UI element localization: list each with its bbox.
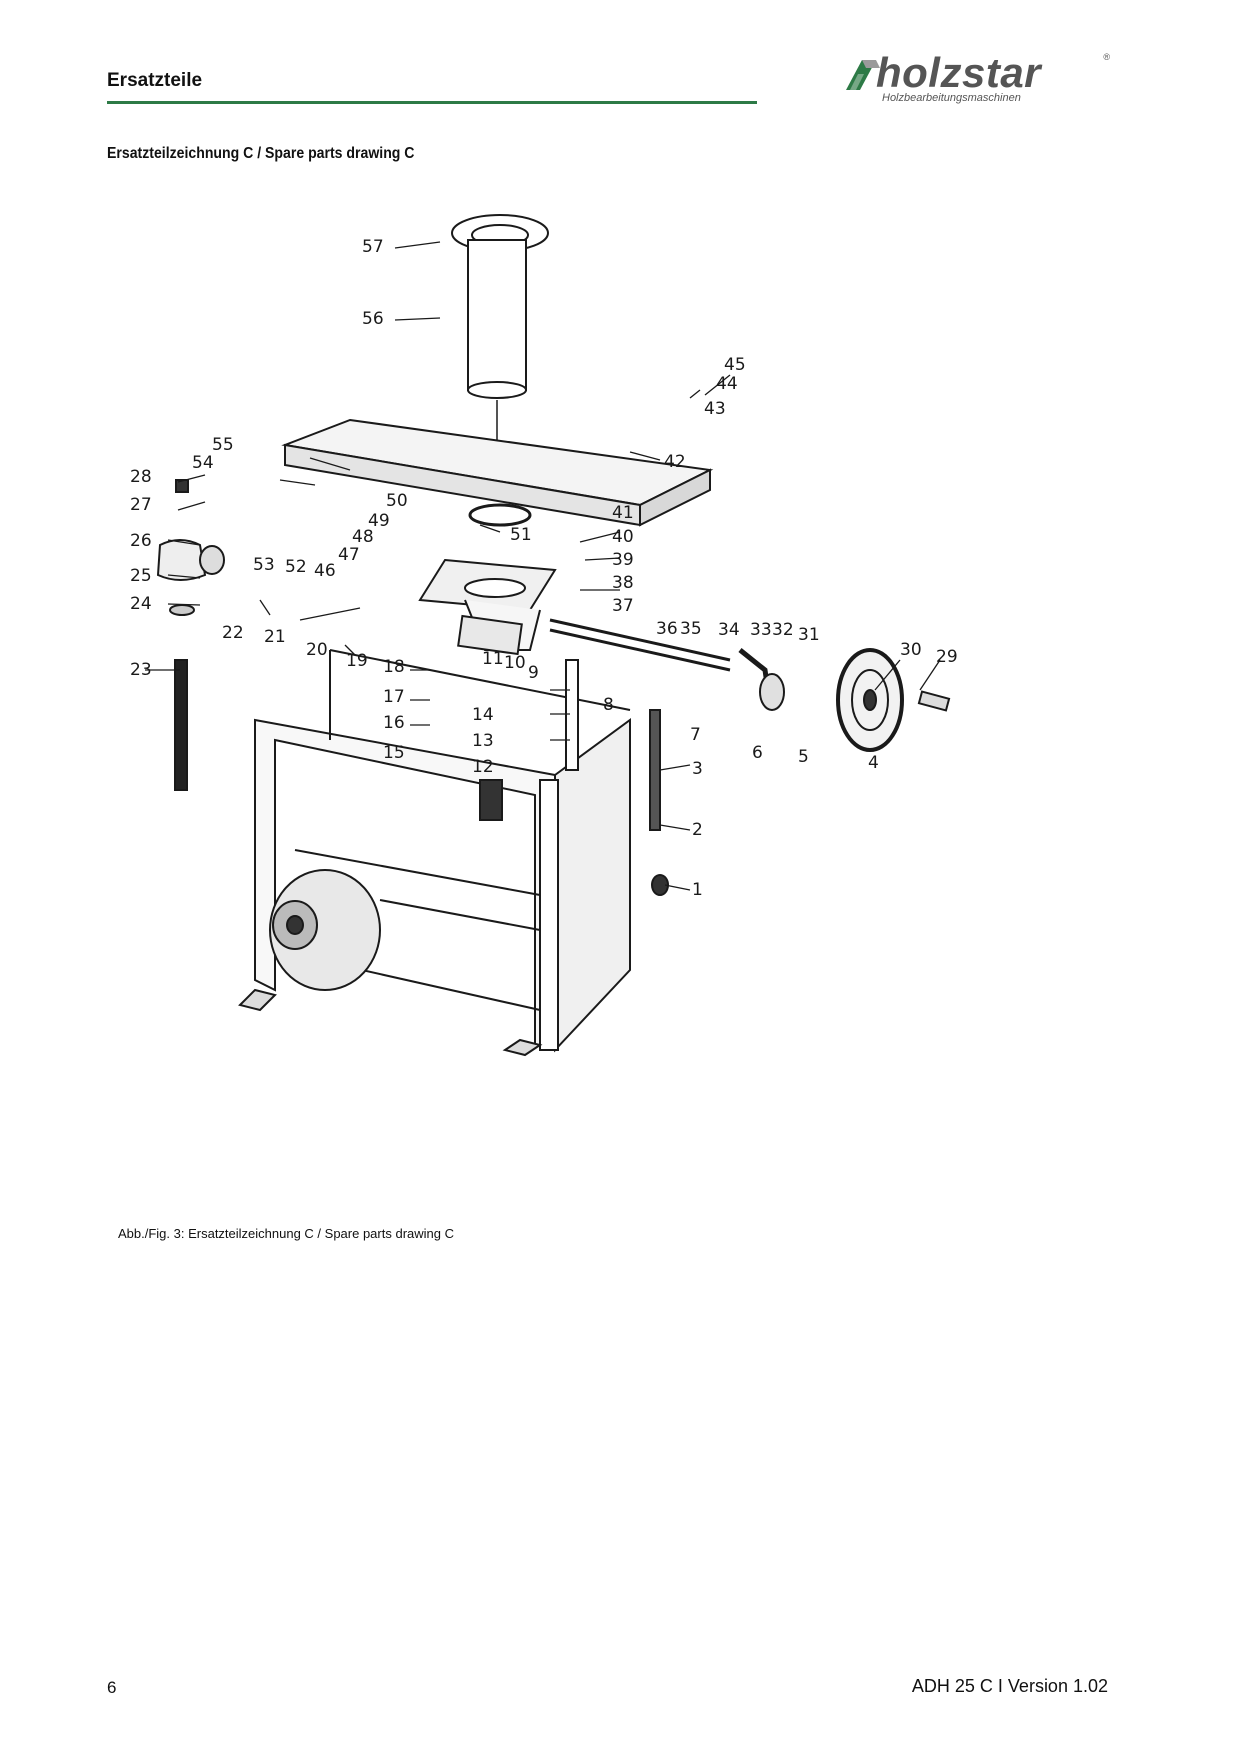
label-36: 36 — [656, 619, 678, 639]
label-57: 57 — [362, 237, 384, 257]
label-17: 17 — [383, 687, 405, 707]
label-6: 6 — [752, 743, 763, 763]
label-33: 33 — [750, 620, 772, 640]
label-32: 32 — [772, 620, 794, 640]
shaft-8 — [549, 618, 731, 662]
logo-mark-icon — [846, 60, 880, 90]
label-27: 27 — [130, 495, 152, 515]
spare-parts-drawing: 57 56 45 44 43 42 55 54 28 27 26 25 24 2… — [130, 214, 958, 1057]
label-15: 15 — [383, 743, 405, 763]
document-version: ADH 25 C I Version 1.02 — [911, 1676, 1108, 1696]
label-30: 30 — [900, 640, 922, 660]
label-35: 35 — [680, 619, 702, 639]
cylinder-9 — [565, 659, 579, 771]
label-9: 9 — [528, 663, 539, 683]
scale-3 — [649, 709, 661, 831]
leg-right — [539, 779, 559, 1051]
label-4: 4 — [868, 753, 879, 773]
section-heading: Ersatzteilzeichnung C / Spare parts draw… — [107, 145, 415, 162]
label-25: 25 — [130, 566, 152, 586]
label-34: 34 — [718, 620, 740, 640]
duct-56 — [467, 239, 527, 391]
logo-registered-mark: ® — [1103, 52, 1110, 62]
logo-subtitle: Holzbearbeitungsmaschinen — [882, 92, 1021, 104]
label-43: 43 — [704, 399, 726, 419]
switch-box — [479, 779, 503, 821]
label-21: 21 — [264, 627, 286, 647]
label-1: 1 — [692, 880, 703, 900]
label-46: 46 — [314, 561, 336, 581]
label-29: 29 — [936, 647, 958, 667]
page-header-title: Ersatzteile — [107, 70, 203, 91]
label-54: 54 — [192, 453, 214, 473]
label-12: 12 — [472, 757, 494, 777]
header-divider — [107, 101, 757, 104]
label-42: 42 — [664, 452, 686, 472]
label-8: 8 — [603, 695, 614, 715]
logo-wordmark: holzstar — [876, 49, 1042, 96]
label-10: 10 — [504, 653, 526, 673]
page-number: 6 — [107, 1678, 117, 1697]
label-23: 23 — [130, 660, 152, 680]
label-38: 38 — [612, 573, 634, 593]
label-49: 49 — [368, 511, 390, 531]
label-19: 19 — [346, 651, 368, 671]
label-24: 24 — [130, 594, 152, 614]
label-37: 37 — [612, 596, 634, 616]
label-18: 18 — [383, 657, 405, 677]
label-56: 56 — [362, 309, 384, 329]
label-48: 48 — [352, 527, 374, 547]
label-41: 41 — [612, 503, 634, 523]
label-31: 31 — [798, 625, 820, 645]
label-52: 52 — [285, 557, 307, 577]
ring-50 — [468, 503, 532, 527]
label-22: 22 — [222, 623, 244, 643]
column-23 — [174, 659, 188, 791]
label-26: 26 — [130, 531, 152, 551]
label-45: 45 — [724, 355, 746, 375]
label-47: 47 — [338, 545, 360, 565]
label-50: 50 — [386, 491, 408, 511]
label-53: 53 — [253, 555, 275, 575]
label-44: 44 — [716, 374, 738, 394]
label-7: 7 — [690, 725, 701, 745]
brand-logo: holzstar Holzbearbeitungsmaschinen ® — [842, 50, 1112, 106]
label-20: 20 — [306, 640, 328, 660]
motor-pulley — [269, 869, 381, 991]
label-3: 3 — [692, 759, 703, 779]
label-2: 2 — [692, 820, 703, 840]
label-40: 40 — [612, 527, 634, 547]
label-51: 51 — [510, 525, 532, 545]
label-28: 28 — [130, 467, 152, 487]
label-13: 13 — [472, 731, 494, 751]
label-39: 39 — [612, 550, 634, 570]
figure-caption: Abb./Fig. 3: Ersatzteilzeichnung C / Spa… — [118, 1226, 454, 1241]
label-55: 55 — [212, 435, 234, 455]
label-5: 5 — [798, 747, 809, 767]
label-14: 14 — [472, 705, 494, 725]
label-11: 11 — [482, 649, 504, 669]
label-16: 16 — [383, 713, 405, 733]
